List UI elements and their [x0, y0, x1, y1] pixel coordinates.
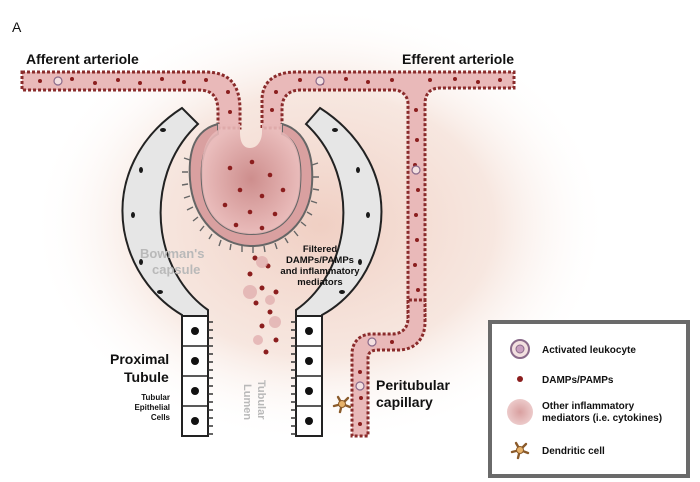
- legend-label-damps: DAMPs/PAMPs: [542, 375, 614, 386]
- legend-label-mediators-1: Other inflammatory: [542, 401, 635, 412]
- proximal-tubule-right: [291, 315, 323, 437]
- mediator-blobs: [243, 256, 281, 345]
- vessel-leukocytes: [53, 76, 421, 391]
- efferent-arteriole-label: Efferent arteriole: [402, 51, 514, 67]
- epithelial-label-1: Tubular: [141, 393, 170, 402]
- peritubular-capillary-label-1: Peritubular: [376, 377, 450, 393]
- legend-label-mediators-2: mediators (i.e. cytokines): [542, 413, 662, 424]
- peritubular-capillary-label-2: capillary: [376, 394, 433, 410]
- tubular-lumen-label-2: Lumen: [241, 384, 253, 420]
- dendritic-cell-icon: [332, 395, 352, 414]
- inflammatory-mediator-blob-icon: [507, 399, 533, 425]
- panel-letter: A: [12, 19, 22, 35]
- proximal-tubule-label-1: Proximal: [110, 351, 169, 367]
- bowmans-capsule-label-2: capsule: [152, 262, 200, 277]
- damp-pamp-dots: [222, 159, 286, 355]
- epithelial-label-2: Epithelial: [134, 403, 170, 412]
- legend: Activated leukocyte DAMPs/PAMPs Other in…: [488, 320, 690, 478]
- legend-label-leukocyte: Activated leukocyte: [542, 345, 636, 356]
- legend-label-dendritic: Dendritic cell: [542, 446, 605, 457]
- tubular-lumen-label-1: Tubular: [255, 380, 267, 420]
- filtered-label-2: DAMPs/PAMPs: [286, 255, 354, 266]
- filtered-label-4: mediators: [297, 277, 342, 288]
- proximal-tubule-left: [181, 315, 213, 437]
- podocyte-fringe: [181, 157, 320, 253]
- proximal-tubule-label-2: Tubule: [124, 369, 169, 385]
- filtered-label-3: and inflammatory: [280, 266, 360, 277]
- epithelial-label-3: Cells: [151, 413, 171, 422]
- vessel-dots: [38, 77, 502, 426]
- dendritic-cell-legend-icon: [510, 441, 530, 460]
- activated-leukocyte-icon: [510, 339, 530, 359]
- capsule-nuclei: [131, 128, 370, 294]
- damp-pamp-dot-icon: [517, 376, 523, 382]
- afferent-arteriole-label: Afferent arteriole: [26, 51, 139, 67]
- filtered-label-1: Filtered: [303, 244, 338, 255]
- peritubular-capillary: [350, 298, 427, 438]
- bowmans-capsule-label-1: Bowman's: [140, 246, 205, 261]
